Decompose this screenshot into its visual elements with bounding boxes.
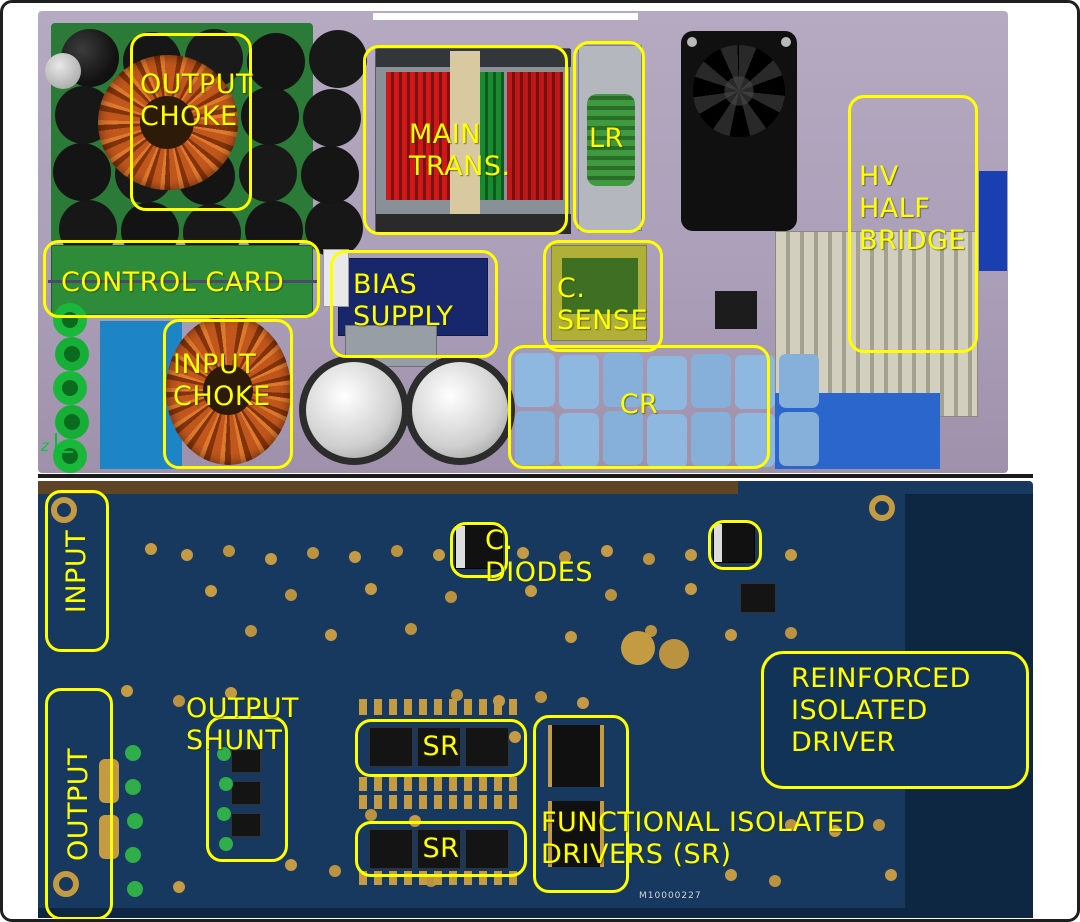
- top-white-bar: [373, 13, 638, 20]
- sr-label-top: SR: [422, 731, 460, 762]
- sr-pad-row-3: [359, 795, 524, 809]
- output-choke-label: OUTPUT CHOKE: [140, 69, 254, 132]
- current-sense-core: [562, 258, 638, 314]
- c-diode-box-1: [450, 522, 508, 578]
- board-marking: M10000227: [639, 891, 702, 901]
- c-sense-label: C. SENSE: [557, 273, 649, 336]
- axis-arrow-vertical: [55, 433, 57, 453]
- board-top-edge: [38, 481, 738, 494]
- control-card-wire: [48, 280, 318, 283]
- c-diode-box-2: [708, 520, 762, 570]
- transformer-red-winding: [386, 72, 461, 200]
- bias-supply-box: [330, 250, 498, 358]
- copper-pads-lower: [121, 685, 133, 697]
- input-choke-core-hole: [203, 365, 253, 415]
- view-divider: [38, 474, 1033, 478]
- control-card-box: [43, 240, 320, 318]
- shunt-resistor-3: [231, 813, 261, 837]
- shunt-resistor-2: [231, 781, 261, 805]
- output-shunt-box: [206, 716, 288, 862]
- black-component: [715, 291, 757, 329]
- transformer-base: [376, 214, 571, 234]
- output-shunt-label: OUTPUT SHUNT: [186, 693, 300, 756]
- sr-box-bottom: [355, 821, 527, 877]
- axis-z-label: z: [41, 437, 49, 455]
- lr-box: [573, 41, 645, 233]
- main-transformer: [375, 48, 571, 234]
- cooling-fan: [681, 31, 797, 231]
- board-bottom-edge: [38, 908, 1033, 918]
- large-pad-1: [621, 631, 655, 665]
- output-choke-box: [130, 33, 252, 211]
- reinforced-driver-box: [761, 651, 1029, 789]
- main-transformer-label: MAIN TRANS.: [409, 119, 511, 182]
- copper-slug-2: [99, 815, 119, 859]
- fan-screw-left: [687, 37, 697, 47]
- axis-arrow-horizontal: [55, 451, 73, 453]
- transformer-bobbin-tape: [450, 51, 480, 232]
- output-choke-core-hole: [140, 96, 194, 149]
- current-sense-transformer: [551, 245, 647, 341]
- sr-pad-row-2: [359, 777, 524, 791]
- hv-half-bridge-box: [848, 95, 978, 353]
- cr-box: [508, 345, 770, 469]
- smd-ic: [740, 583, 776, 613]
- input-choke-box: [163, 319, 293, 469]
- sr-pad-row-1: [359, 699, 524, 715]
- cr-capacitor-bank: [515, 353, 555, 407]
- fan-screw-right: [781, 37, 791, 47]
- sr-label-bottom: SR: [422, 833, 460, 864]
- transformer-red-winding-2: [507, 72, 563, 200]
- bias-supply-board: [338, 258, 488, 336]
- sr-driver-ic-2: [548, 801, 604, 867]
- left-vias: [125, 745, 141, 761]
- hv-half-bridge-label: HV HALF BRIDGE: [859, 161, 967, 256]
- lr-coil: [587, 94, 635, 186]
- mounting-screw: [45, 53, 81, 89]
- sr-mosfet-1c: [465, 727, 509, 767]
- mounting-hole-bl: [53, 871, 79, 897]
- copper-pads-upper: [145, 543, 157, 555]
- mounting-hole-tr: [869, 495, 895, 521]
- cr-label: CR: [619, 389, 659, 420]
- shunt-resistor-1: [231, 749, 261, 773]
- hv-edge-connector: [979, 171, 1007, 271]
- sr-box-top: [355, 719, 527, 777]
- sr-mosfet-2b: [417, 829, 461, 869]
- sr-mosfet-1b: [417, 727, 461, 767]
- shunt-vias: [217, 747, 231, 761]
- input-choke-label: INPUT CHOKE: [173, 349, 271, 412]
- c-sense-box: [543, 240, 663, 352]
- input-label: INPUT: [61, 529, 93, 613]
- large-pad-2: [659, 639, 689, 669]
- bias-supply-label: BIAS SUPPLY: [353, 269, 454, 332]
- hv-heatsink: [775, 231, 978, 417]
- sr-driver-ic-1: [548, 725, 604, 787]
- fan-rotor: [693, 45, 785, 137]
- round-capacitor-1: [299, 355, 409, 465]
- sr-mosfet-1a: [369, 727, 413, 767]
- functional-drivers-box: [533, 715, 629, 893]
- input-box: INPUT: [45, 490, 109, 652]
- output-label: OUTPUT: [63, 747, 95, 861]
- sr-mosfet-2a: [369, 829, 413, 869]
- control-card-label: CONTROL CARD: [61, 267, 285, 298]
- c-diodes-label: C. DIODES: [485, 525, 593, 588]
- round-capacitor-2: [405, 355, 515, 465]
- blue-module-right: [775, 393, 940, 469]
- sr-mosfet-2c: [465, 829, 509, 869]
- copper-slug-1: [99, 759, 119, 803]
- reinforced-driver-label: REINFORCED ISOLATED DRIVER: [791, 663, 971, 758]
- main-transformer-box: [363, 45, 568, 235]
- output-box: OUTPUT: [45, 688, 113, 919]
- lr-label: LR: [589, 123, 624, 154]
- lr-inductor: [578, 45, 642, 231]
- functional-drivers-label: FUNCTIONAL ISOLATED DRIVERS (SR): [541, 807, 866, 870]
